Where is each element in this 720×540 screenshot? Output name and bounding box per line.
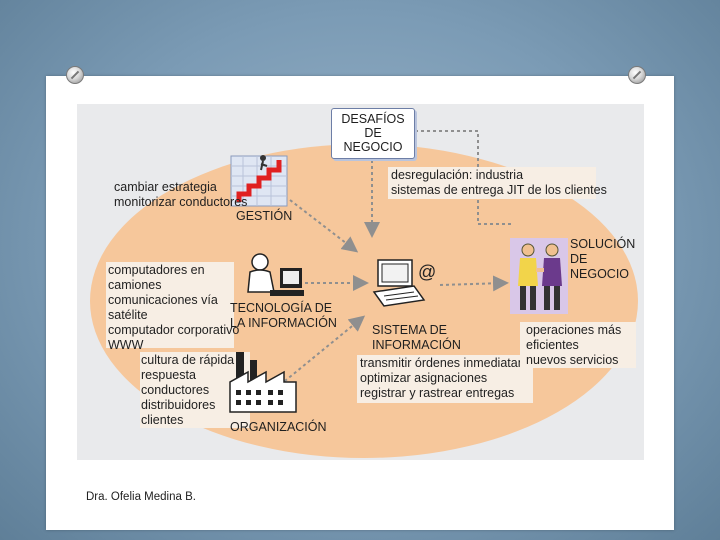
arrow-system-to-solution (440, 283, 505, 285)
author-credit: Dra. Ofelia Medina B. (86, 491, 196, 503)
management-items: cambiar estrategia monitorizar conductor… (114, 180, 247, 210)
handshake-people-icon (508, 236, 570, 316)
business-solution-items: operaciones más eficientes nuevos servic… (526, 323, 621, 368)
factory-icon (228, 350, 298, 414)
information-system-label: SISTEMA DE INFORMACIÓN (372, 323, 461, 353)
challenges-items: desregulación: industria sistemas de ent… (391, 168, 607, 198)
svg-text:@: @ (418, 262, 436, 282)
business-challenges-box: DESAFÍOS DE NEGOCIO (331, 108, 415, 159)
information-system-items: optimizar asignaciones registrar y rastr… (360, 371, 514, 401)
organization-items: cultura de rápida respuesta conductores … (141, 353, 234, 428)
technology-items: computadores en camiones comunicaciones … (108, 263, 239, 353)
computer-user-icon (240, 252, 306, 302)
business-solution-label: SOLUCIÓN DE NEGOCIO (570, 237, 635, 282)
email-computer-icon: @ (372, 256, 440, 310)
management-label: GESTIÓN (236, 209, 292, 224)
organization-label: ORGANIZACIÓN (230, 420, 327, 435)
technology-label: TECNOLOGÍA DE LA INFORMACIÓN (230, 301, 337, 331)
arrow-management-to-system (290, 200, 355, 250)
